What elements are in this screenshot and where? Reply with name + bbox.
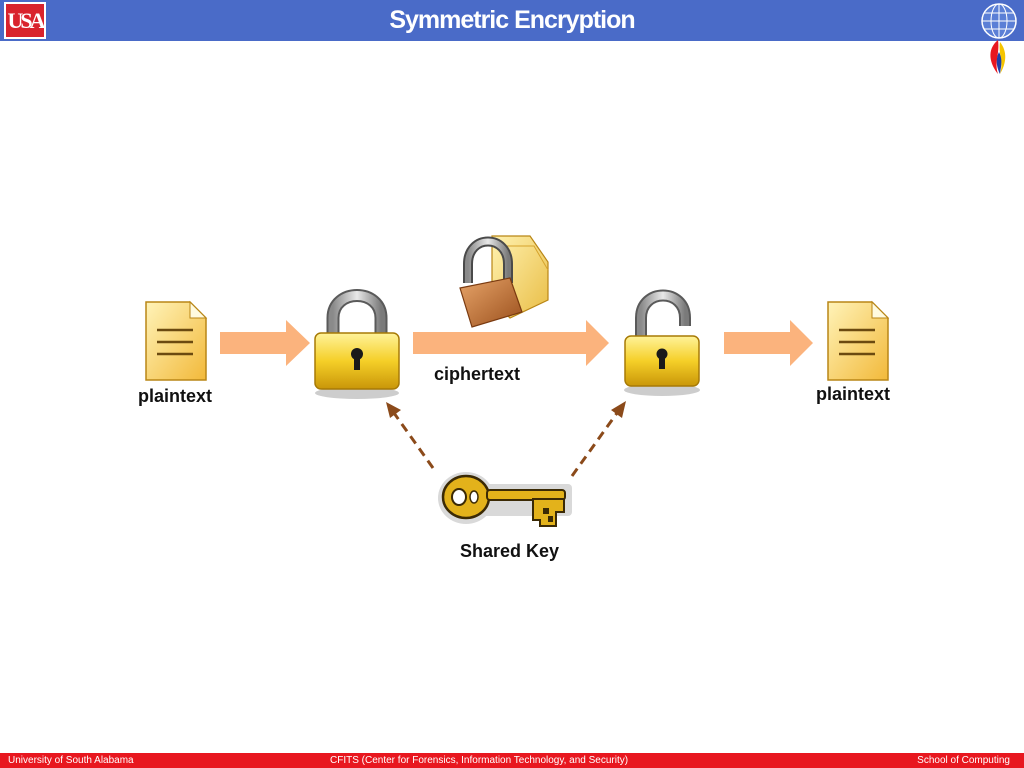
shared-key-label: Shared Key [460,541,560,561]
plaintext-document-icon [827,300,890,381]
globe-flame-logo [981,3,1017,74]
ciphertext-label: ciphertext [434,364,521,384]
open-padlock-icon [624,289,700,396]
flow-arrow [724,320,813,366]
footer-school: School of Computing [917,755,1010,766]
dashed-arrow [386,402,435,469]
dashed-arrow [570,401,626,477]
footer-bar: University of South Alabama CFITS (Cente… [0,753,1024,768]
header-bar: USA Symmetric Encryption [0,0,1024,41]
plaintext-document-icon [145,300,208,381]
footer-university: University of South Alabama [8,755,134,766]
closed-padlock-icon [314,289,400,399]
shared-key-icon [438,472,572,527]
flow-arrow [220,320,310,366]
locked-folder-icon [459,235,549,328]
footer-center: CFITS (Center for Forensics, Information… [330,755,629,766]
plaintext-right-label: plaintext [816,384,891,404]
plaintext-left-label: plaintext [138,386,213,406]
usa-logo-text: USA [7,8,45,33]
flow-arrow [413,320,609,366]
slide-title: Symmetric Encryption [389,6,635,34]
usa-logo: USA [4,2,46,39]
